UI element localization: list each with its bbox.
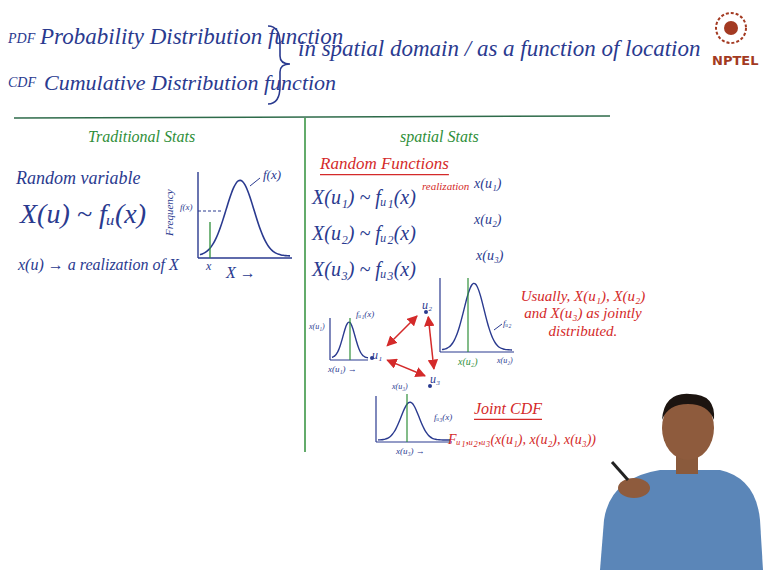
note: Usually, X(u₁), X(u₂) and X(u₃) as joint…: [516, 288, 650, 340]
sketch-line: [198, 257, 292, 258]
location-node: u₂: [420, 298, 434, 314]
sketch-line: [14, 116, 610, 118]
formula: x(u₂): [474, 212, 501, 228]
axis-label: x(u₁): [309, 322, 325, 331]
sketch-line: [376, 441, 452, 442]
sketch-line: [250, 178, 260, 186]
formula: X(u₂) ~ fᵤ₂(x): [312, 222, 416, 245]
sketch-line: [349, 318, 350, 360]
underline: [474, 419, 542, 420]
formula: x(u₁): [474, 176, 501, 192]
axis-label: x(u₁) →: [328, 364, 357, 374]
sketch-line: [197, 172, 198, 258]
sketch-line: [406, 394, 407, 442]
formula: X(u) ~ fᵤ(x): [20, 198, 146, 230]
relation-arrow: [387, 360, 425, 376]
logo-text: NPTEL: [712, 54, 758, 69]
tick-label: x: [206, 260, 211, 274]
relation-arrow: [387, 316, 417, 346]
heading-text: Cumulative Distribution function: [44, 70, 336, 95]
underline: [320, 174, 449, 175]
location-label: u₁: [372, 349, 382, 363]
sketch-line: [329, 318, 330, 360]
presenter: [600, 394, 763, 570]
curve-label: fᵤ₃(x): [434, 412, 452, 422]
axis-label: Frequency: [163, 189, 176, 236]
tick-label: x(u₂): [458, 356, 478, 368]
abbreviation: CDF: [8, 75, 36, 91]
tick-label: x(u₃): [392, 382, 408, 391]
formula: X(u₁) ~ fᵤ₁(x): [312, 186, 416, 209]
section-heading: spatial Stats: [400, 128, 479, 146]
heading-text: Probability Distribution function: [40, 24, 343, 50]
location-node: u₃: [428, 372, 442, 388]
location-label: u₂: [422, 299, 432, 313]
location-label: u₃: [430, 373, 440, 387]
note: Random variable: [16, 168, 140, 189]
curve-label: fᵤ₂: [503, 318, 511, 328]
formula: X(u₃) ~ fᵤ₃(x): [312, 258, 416, 281]
logo-core: [724, 21, 738, 35]
section-heading: Traditional Stats: [88, 128, 195, 146]
axis-label: X →: [226, 264, 256, 282]
sketch-line: [198, 211, 222, 212]
sketch-line: [440, 351, 514, 352]
formula: x(u₃): [476, 248, 503, 264]
tick-label: f(x): [180, 202, 193, 212]
axis-label: x(u₃) →: [396, 446, 425, 456]
sketch-line: [375, 396, 376, 442]
subheading: Random Functions: [320, 154, 449, 174]
note: realization: [422, 180, 469, 193]
logo-ring: [716, 13, 746, 43]
sketch-line: [330, 359, 368, 360]
abbreviation: PDF: [8, 31, 35, 47]
relation-arrow: [428, 317, 434, 369]
sketch-line: [494, 324, 502, 330]
axis-label: x(u₂): [497, 356, 513, 365]
sketch-line: [304, 118, 306, 452]
location-node: u₁: [370, 348, 384, 364]
sketch-line: [467, 278, 468, 352]
bell-curve: [442, 283, 512, 350]
bell-curve: [200, 180, 290, 256]
subheading: Joint CDF: [474, 400, 542, 418]
sketch-line: [209, 222, 210, 258]
curve-label: fᵤ₁(x): [356, 309, 374, 319]
formula: Fᵤ₁,ᵤ₂,ᵤ₃(x(u₁), x(u₂), x(u₃)): [448, 432, 596, 448]
heading-text: in spatial domain / as a function of loc…: [298, 36, 701, 62]
sketch-line: [439, 278, 440, 352]
curve-label: f(x): [263, 168, 281, 183]
note: x(u) → a realization of X: [18, 256, 179, 274]
